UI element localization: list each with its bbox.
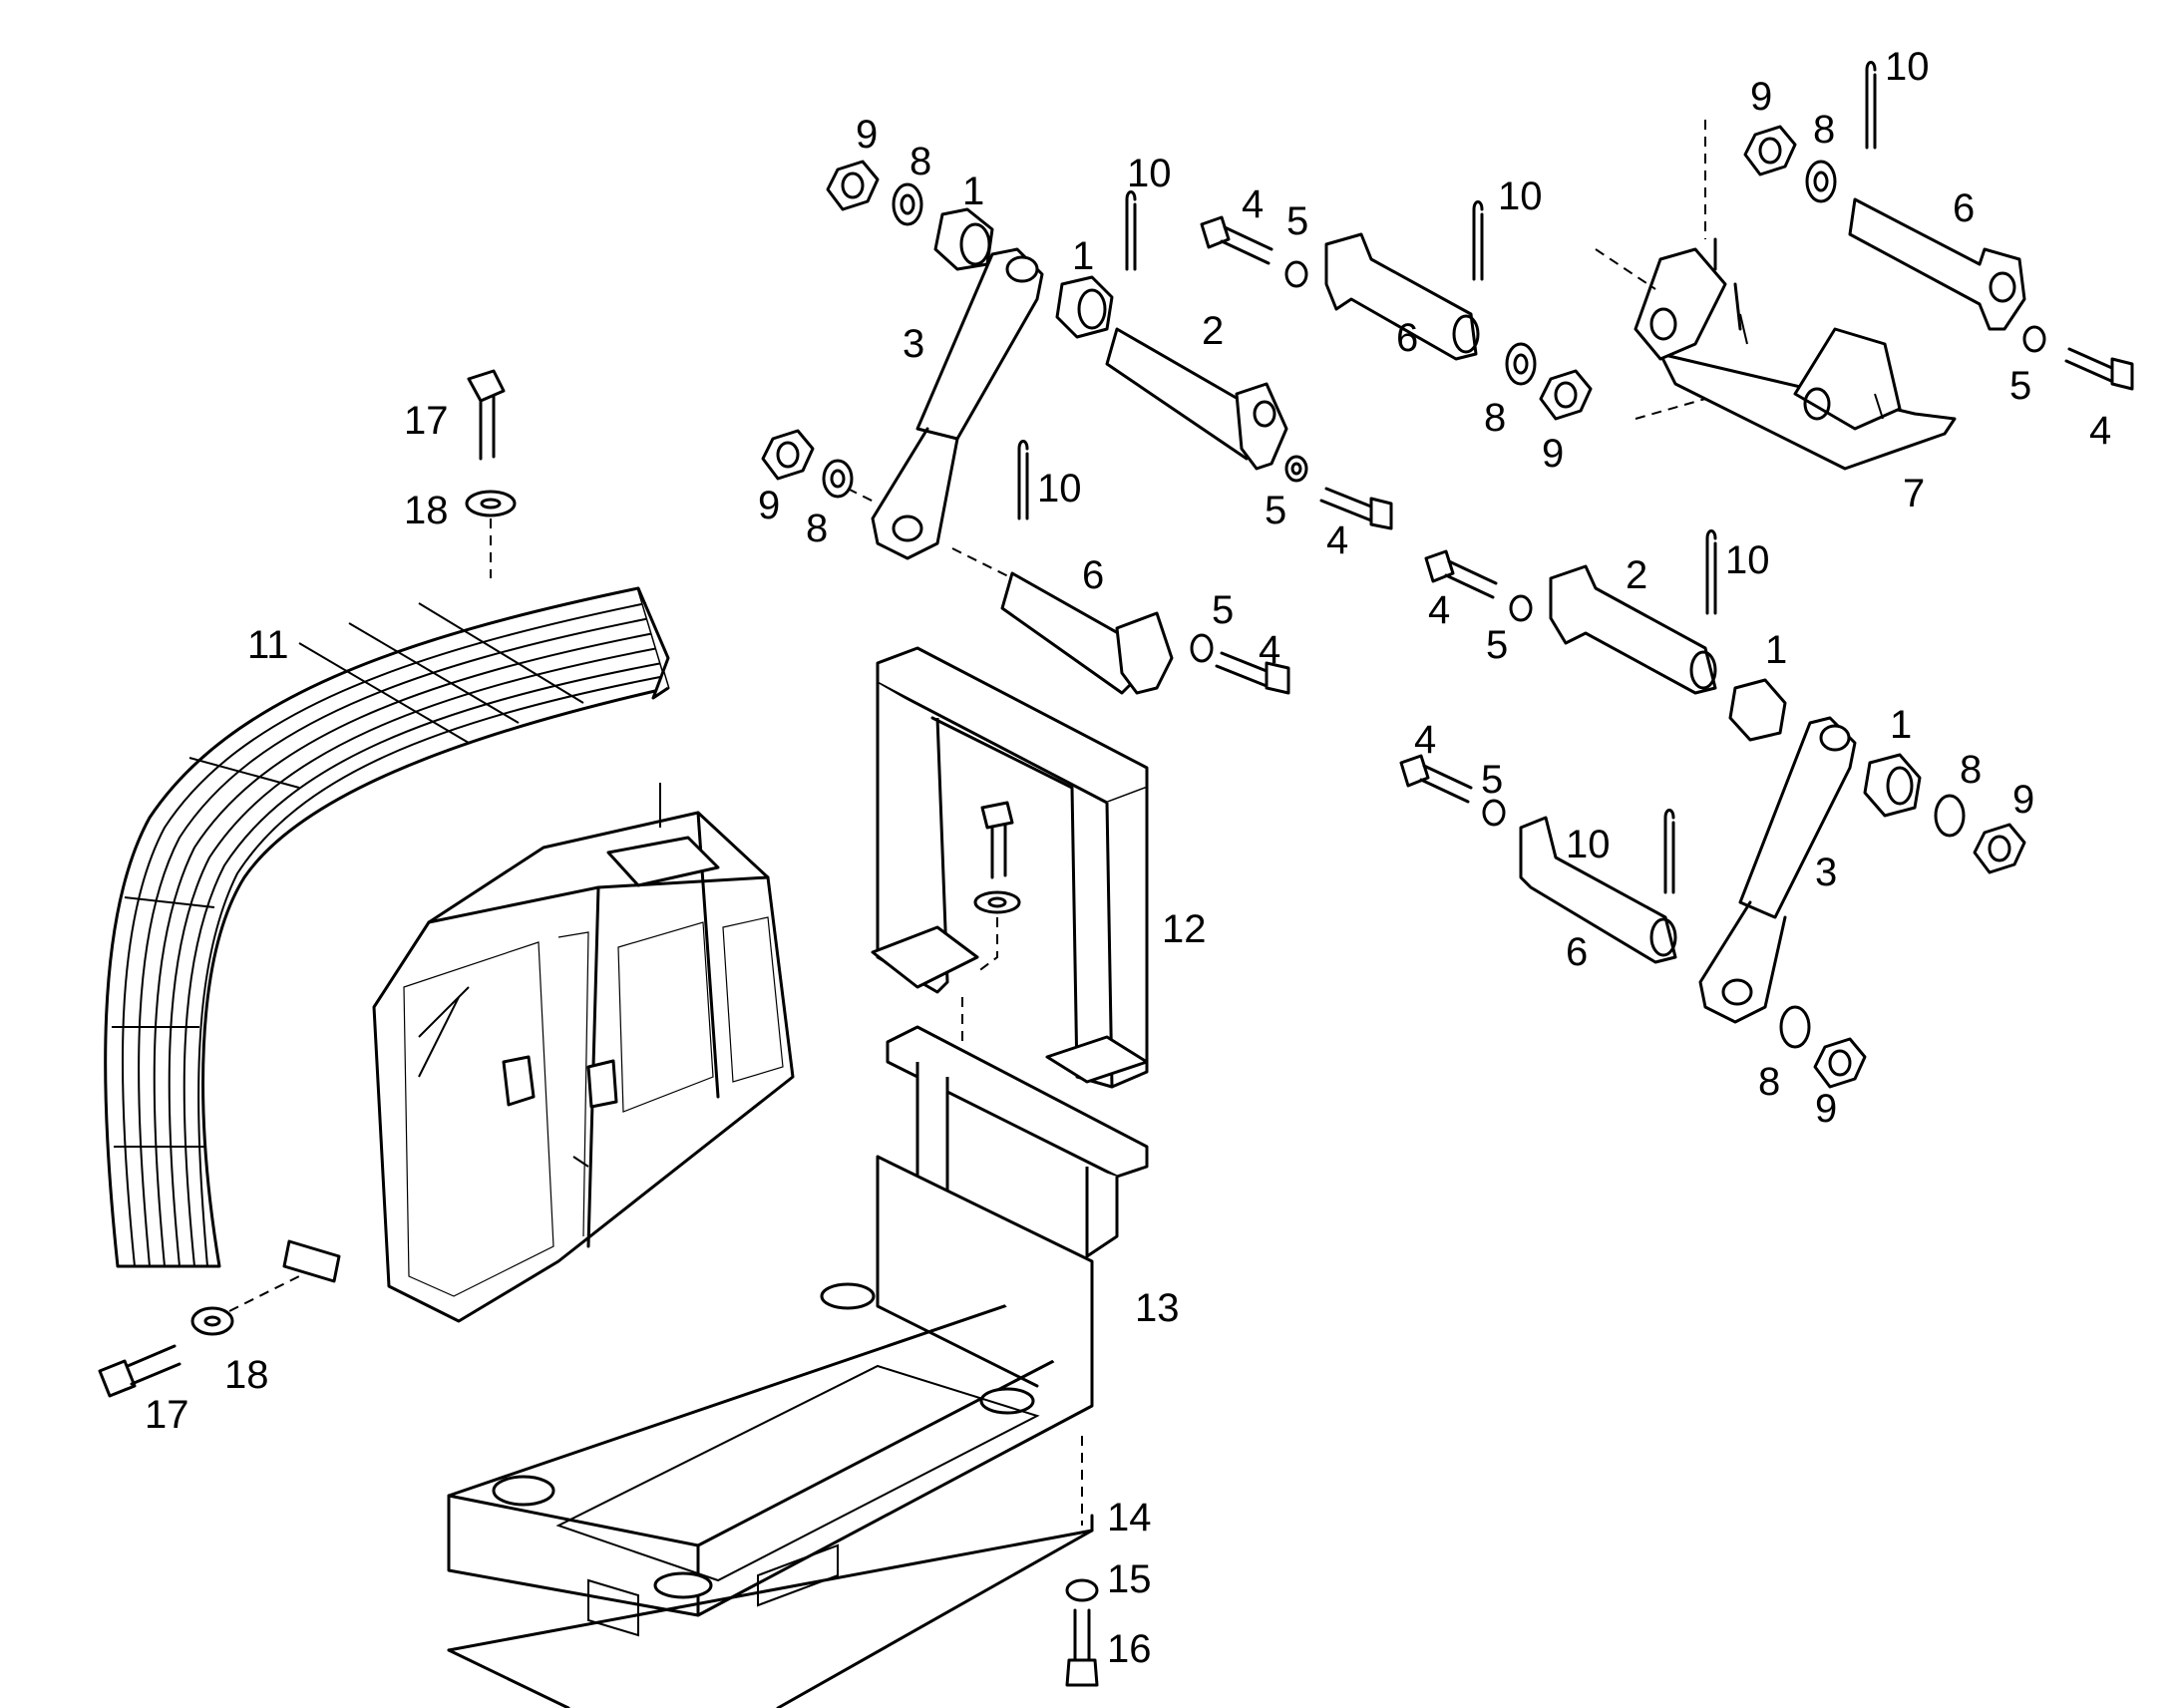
- callout-17b: 17: [145, 1393, 189, 1437]
- callout-5d: 5: [2009, 364, 2031, 408]
- callout-5b: 5: [1212, 588, 1234, 632]
- callout-4f: 4: [1414, 718, 1436, 762]
- callout-18b: 18: [224, 1353, 269, 1397]
- frame-bolt: [973, 801, 1021, 973]
- callout-13: 13: [1135, 1286, 1180, 1330]
- callout-3: 3: [903, 322, 924, 366]
- bolt-part-16: [1065, 1578, 1099, 1687]
- callout-10e: 10: [1725, 538, 1770, 582]
- callout-1d: 1: [1890, 703, 1912, 747]
- callout-8d: 8: [1813, 108, 1835, 152]
- callout-12: 12: [1162, 907, 1207, 951]
- callout-2: 2: [1202, 309, 1224, 353]
- callout-6d: 6: [1566, 930, 1588, 974]
- base-frame-part-13: [447, 1155, 1094, 1637]
- callout-14: 14: [1107, 1496, 1152, 1539]
- callout-4e: 4: [1428, 588, 1450, 632]
- operator-cab: [372, 783, 795, 1323]
- callout-9e: 9: [2012, 778, 2034, 822]
- callout-11: 11: [247, 623, 289, 667]
- callout-10b: 10: [1037, 467, 1082, 511]
- canopy-bottom-bolt: [98, 1275, 300, 1398]
- canopy-bolt-part-17: [465, 369, 517, 578]
- callout-4: 4: [1326, 518, 1348, 562]
- callout-1b: 1: [1072, 234, 1094, 278]
- callout-5c: 5: [1286, 199, 1308, 243]
- top-middle-pin-assembly: [1200, 200, 1593, 421]
- callout-2b: 2: [1626, 553, 1647, 597]
- callout-9c: 9: [1542, 432, 1564, 476]
- callout-10c: 10: [1498, 174, 1543, 218]
- callout-1: 1: [962, 170, 984, 213]
- callout-7: 7: [1903, 472, 1925, 515]
- bottom-plate-part-14: [447, 1436, 1094, 1708]
- callout-4b: 4: [1259, 628, 1280, 672]
- callout-6b: 6: [1396, 316, 1418, 360]
- callout-9f: 9: [1815, 1087, 1837, 1131]
- callout-4d: 4: [2089, 409, 2111, 453]
- callout-9: 9: [856, 113, 878, 157]
- callout-16: 16: [1107, 1627, 1152, 1671]
- callout-8c: 8: [1484, 396, 1506, 440]
- callout-5e: 5: [1486, 623, 1508, 667]
- bracket-part-7: [1595, 61, 2134, 471]
- callout-8f: 8: [1758, 1060, 1780, 1104]
- callout-1c: 1: [1765, 628, 1787, 672]
- callout-8: 8: [909, 140, 931, 183]
- callout-18: 18: [404, 489, 449, 532]
- left-cylinder-assembly: [761, 160, 1393, 695]
- frame-part-12: [871, 646, 1149, 1089]
- callout-8e: 8: [1960, 748, 1982, 792]
- callout-9b: 9: [758, 484, 780, 527]
- callout-6c: 6: [1953, 186, 1975, 230]
- callout-15: 15: [1107, 1557, 1152, 1601]
- callout-10d: 10: [1885, 45, 1930, 89]
- callout-10f: 10: [1566, 823, 1611, 866]
- callout-9d: 9: [1750, 75, 1772, 119]
- callout-6: 6: [1082, 553, 1104, 597]
- callout-8b: 8: [806, 507, 828, 550]
- guard-canopy-part-11: [104, 586, 670, 1283]
- callout-3b: 3: [1815, 851, 1837, 894]
- callout-5f: 5: [1481, 758, 1503, 802]
- callout-4c: 4: [1242, 182, 1264, 226]
- right-cylinder-assembly: [1399, 529, 2026, 1089]
- callout-5: 5: [1265, 489, 1286, 532]
- callout-10: 10: [1127, 152, 1172, 195]
- callout-17: 17: [404, 399, 449, 443]
